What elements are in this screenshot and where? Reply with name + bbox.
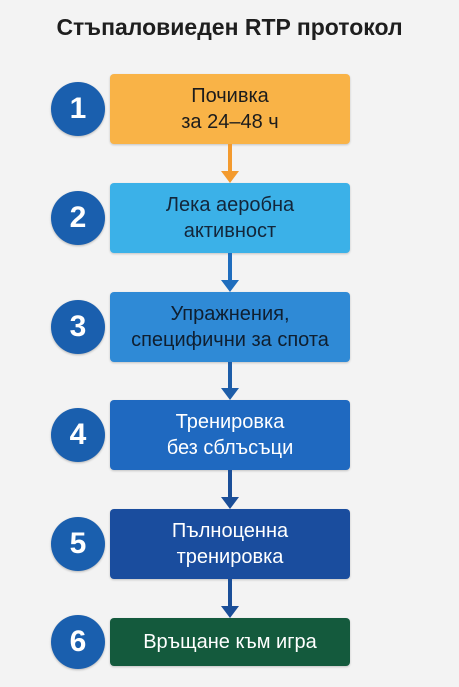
- step-2-number: 2: [51, 191, 105, 245]
- step-3-arrow: [221, 362, 239, 400]
- step-4-number: 4: [51, 408, 105, 462]
- step-4-box: Тренировка без сблъсъци: [110, 400, 350, 470]
- step-6-box: Връщане към игра: [110, 618, 350, 666]
- step-1-box: Почивка за 24–48 ч: [110, 74, 350, 144]
- step-3-label: Упражнения, специфични за спота: [131, 303, 329, 351]
- step-4-arrow: [221, 470, 239, 509]
- arrow-shaft: [228, 362, 232, 390]
- arrow-head: [221, 606, 239, 618]
- arrow-shaft: [228, 144, 232, 173]
- arrow-head: [221, 388, 239, 400]
- step-5-arrow: [221, 579, 239, 618]
- arrow-shaft: [228, 470, 232, 499]
- step-5-label: Пълноценна тренировка: [171, 520, 289, 568]
- step-1-label: Почивка за 24–48 ч: [181, 85, 279, 133]
- step-2-label: Лека аеробна активност: [165, 194, 295, 242]
- arrow-head: [221, 171, 239, 183]
- step-3-number: 3: [51, 300, 105, 354]
- step-1-number: 1: [51, 82, 105, 136]
- step-5-box: Пълноценна тренировка: [110, 509, 350, 579]
- step-6-number: 6: [51, 615, 105, 669]
- arrow-shaft: [228, 579, 232, 608]
- arrow-head: [221, 280, 239, 292]
- step-6-label: Връщане към игра: [143, 631, 317, 653]
- step-2-arrow: [221, 253, 239, 292]
- step-3-box: Упражнения, специфични за спота: [110, 292, 350, 362]
- arrow-shaft: [228, 253, 232, 282]
- step-2-box: Лека аеробна активност: [110, 183, 350, 253]
- diagram-title: Стъпаловиеден RTP протокол: [56, 14, 403, 40]
- arrow-head: [221, 497, 239, 509]
- step-4-label: Тренировка без сблъсъци: [166, 411, 294, 459]
- step-5-number: 5: [51, 517, 105, 571]
- step-1-arrow: [221, 144, 239, 183]
